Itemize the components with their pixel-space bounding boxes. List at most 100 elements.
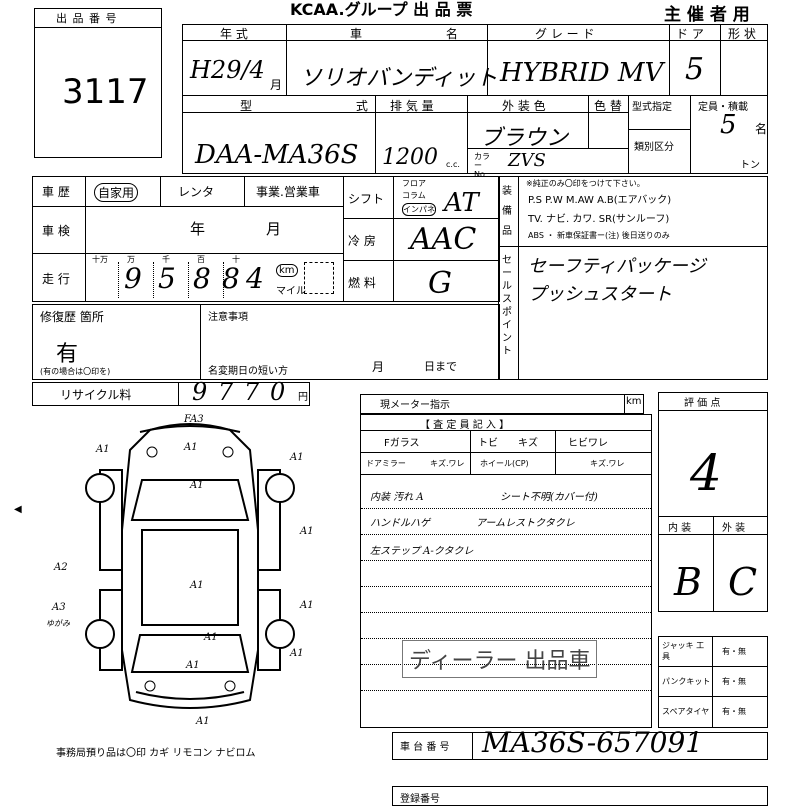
- taillight-right: [224, 680, 236, 692]
- comment-1: 内装 汚れ A: [370, 492, 424, 503]
- spec-label: 型式指定: [632, 102, 672, 113]
- wheel-options: キズ.ワレ: [590, 459, 625, 468]
- diagram-left-note-2: A3: [52, 602, 66, 613]
- history-business: 事業.営業車: [256, 185, 320, 199]
- office-keys-note: 事務局預り品は〇印 カギ リモコン ナビロム: [56, 748, 256, 759]
- color-value: ブラウン: [480, 126, 569, 151]
- diagram-note-11: A1: [196, 716, 210, 727]
- taillight-left: [144, 680, 156, 692]
- repair-block: [32, 304, 500, 380]
- headlight-right: [222, 446, 234, 458]
- recycle-box: [32, 382, 310, 406]
- exterior-grade: C: [728, 560, 758, 604]
- ton-unit: トン: [740, 160, 760, 171]
- shift-label: シフト: [348, 192, 385, 206]
- wheel-rl: [85, 619, 115, 649]
- unit-100: 百: [197, 255, 205, 264]
- color-no-prefix: カラー No.: [474, 152, 490, 179]
- equipment-line-2: TV. ナビ. カワ. SR(サンルーフ): [528, 214, 670, 225]
- capacity-value: 5: [720, 110, 737, 140]
- diagram-note-2: A1: [184, 442, 198, 453]
- mile-option: マイル: [276, 286, 306, 297]
- evaluation-box: [658, 392, 768, 612]
- wheel-rr: [265, 619, 295, 649]
- exterior-label: 外 装: [722, 523, 746, 534]
- organizer-label: 主 催 者 用: [664, 5, 750, 25]
- car-body-diagram: [85, 423, 295, 709]
- mileage-check-box: [304, 262, 334, 294]
- deadline-month: 月: [372, 360, 385, 374]
- lot-box: [34, 8, 162, 158]
- equipment-note: ※純正のみ〇印をつけて下さい。: [526, 179, 645, 188]
- tools-box: [658, 636, 768, 728]
- unit-1k: 千: [162, 255, 170, 264]
- car-name-value: ソリオバンディット: [300, 66, 498, 91]
- diagram-note-3: A1: [290, 452, 304, 463]
- diagram-note-9: A1: [290, 648, 304, 659]
- mileage-digit-4: 8: [222, 262, 240, 295]
- km-option: km: [276, 264, 298, 277]
- diagram-left-note-1: A2: [54, 562, 68, 573]
- diagram-note-8: A1: [204, 632, 218, 643]
- shaken-year-unit: 年: [190, 220, 206, 238]
- mileage-digit-1: 9: [124, 262, 142, 295]
- displacement-label: 排 気 量: [390, 99, 434, 113]
- ac-label: 冷 房: [348, 234, 376, 248]
- displacement-value: 1200: [382, 145, 438, 170]
- comment-4: アームレストクタクレ: [476, 518, 575, 529]
- shift-value: AT: [444, 188, 479, 218]
- jack-label: ジャッキ 工 具: [662, 641, 705, 661]
- mirror-options: キズ.ワレ: [430, 459, 465, 468]
- lot-label: 出 品 番 号: [56, 12, 118, 25]
- history-label: 車 歴: [42, 185, 70, 199]
- dealer-stamp: ディーラー 出品車: [402, 640, 598, 678]
- exterior-color-label: 外 装 色: [502, 99, 546, 113]
- left-arrow-icon: ◀: [14, 504, 22, 515]
- inspector-box: [360, 414, 652, 728]
- deadline-label: 名変期日の短い方: [208, 366, 288, 377]
- mileage-label: 走 行: [42, 272, 70, 286]
- mileage-digit-5: 4: [246, 262, 264, 295]
- color-change-label: 色 替: [594, 99, 622, 113]
- unit-10k: 万: [127, 255, 135, 264]
- diagram-note-6: A1: [190, 580, 204, 591]
- comment-3: ハンドルハゲ: [370, 518, 430, 529]
- door-label: ド ア: [676, 27, 704, 41]
- equipment-label: 装 備 品: [502, 186, 512, 237]
- interior-label: 内 装: [668, 523, 692, 534]
- wheel-fr: [265, 473, 295, 503]
- repair-value: 有: [56, 342, 79, 367]
- capacity-unit: 名: [755, 122, 768, 136]
- evaluation-label: 評 価 点: [684, 398, 721, 409]
- sales-point-1: セーフティパッケージ: [528, 256, 706, 277]
- cc-unit: c.c.: [446, 160, 460, 169]
- jack-choice: 有・無: [722, 647, 746, 656]
- diagram-note-10: A1: [186, 660, 200, 671]
- chassis-value: MA36S-657091: [482, 726, 704, 759]
- recycle-digit-3: 7: [244, 378, 260, 406]
- shape-label: 形 状: [728, 27, 756, 41]
- inspector-title: 【 査 定 員 記 入 】: [420, 420, 510, 431]
- repair-label: 修復歴 箇所: [40, 310, 104, 324]
- fuel-label: 燃 料: [348, 276, 376, 290]
- history-block: [32, 176, 500, 302]
- unit-10: 十: [232, 255, 240, 264]
- diagram-note-4: A1: [190, 480, 204, 491]
- right-rear-door: [257, 589, 281, 671]
- model-value: DAA-MA36S: [195, 140, 359, 170]
- diagram-left-note-3: ゆがみ: [46, 619, 70, 628]
- vehicle-info: [182, 24, 768, 174]
- glass-option-crack: ヒビワレ: [568, 438, 608, 449]
- shaken-label: 車 検: [42, 224, 70, 238]
- mileage-digit-3: 8: [193, 262, 211, 295]
- recycle-digit-2: 7: [218, 378, 234, 406]
- left-front-door: [99, 469, 123, 571]
- registration-label: 登録番号: [400, 794, 440, 805]
- sales-point-label: セールスポイント: [502, 255, 512, 357]
- evaluation-score: 4: [690, 444, 722, 502]
- spare-label: スペアタイヤ: [662, 707, 710, 716]
- shift-column: コラム: [402, 191, 426, 200]
- headlight-left: [146, 446, 158, 458]
- wheel-label: ホイール(CP): [480, 459, 529, 468]
- ac-value: AAC: [410, 222, 477, 257]
